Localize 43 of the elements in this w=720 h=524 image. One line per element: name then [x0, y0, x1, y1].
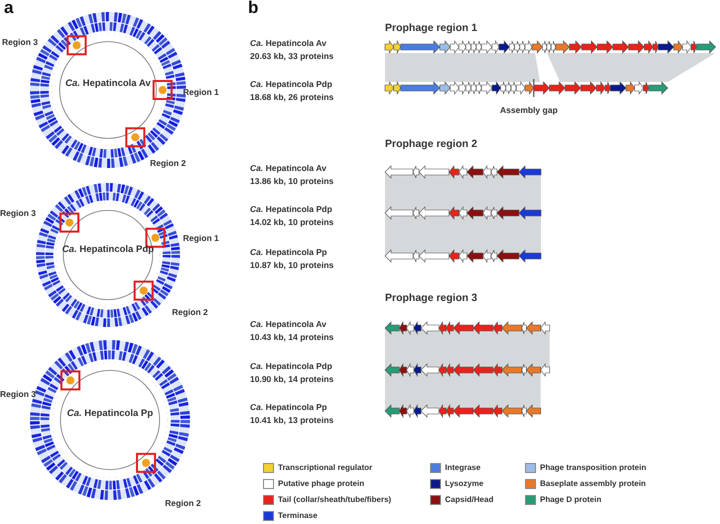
label-text: 14.02 kb, 10 proteins [250, 216, 334, 228]
label-text: 20.63 kb, 33 proteins [250, 50, 334, 62]
label-text: Region 3 [2, 36, 38, 48]
genome-name: Ca. Hepatincola Av [64, 78, 152, 90]
label-text: Region 2 [172, 306, 208, 318]
label-text: Region 1 [183, 86, 219, 98]
legend-label: Phage D protein [540, 495, 602, 505]
region-heading: Prophage region 1 [385, 22, 478, 34]
label-text: 10.41 kb, 13 proteins [250, 414, 334, 426]
genome-name: Ca. Hepatincola Pdp [61, 244, 155, 256]
label-text: Region 2 [150, 157, 186, 169]
label-text: Ca. Hepatincola Pp [250, 246, 327, 258]
label-text: Ca. Hepatincola Av [250, 162, 326, 174]
legend-label: Baseplate assembly protein [540, 479, 646, 489]
label-text: Region 2 [165, 497, 201, 509]
legend-label: Capsid/Head [445, 495, 494, 505]
label-text: Ca. Hepatincola Pdp [250, 203, 332, 215]
panel-letter: a [4, 2, 14, 14]
label-text: 13.86 kb, 10 proteins [250, 175, 334, 187]
label-text: Ca. Hepatincola Pdp [250, 78, 332, 90]
genome-name: Ca. Hepatincola Pp [66, 408, 154, 420]
label-text: Ca. Hepatincola Pp [250, 401, 327, 413]
label-text: 10.90 kb, 14 proteins [250, 373, 334, 385]
legend-label: Integrase [445, 463, 481, 473]
label-text: Ca. Hepatincola Pdp [250, 360, 332, 372]
legend-label: Phage transposition protein [540, 463, 646, 473]
label-text: 18.68 kb, 26 proteins [250, 91, 334, 103]
label-text: 10.87 kb, 10 proteins [250, 259, 334, 271]
region-heading: Prophage region 2 [385, 138, 478, 150]
label-text: Assembly gap [500, 104, 558, 116]
region-heading: Prophage region 3 [385, 292, 478, 304]
label-text: Region 3 [0, 207, 36, 219]
label-text: Ca. Hepatincola Av [250, 318, 326, 330]
label-text: Region 1 [183, 232, 219, 244]
legend-label: Tail (collar/sheath/tube/fibers) [278, 495, 392, 505]
panel-letter: b [248, 2, 258, 14]
legend-label: Lysozyme [445, 479, 484, 489]
legend-label: Putative phage protein [278, 479, 364, 489]
label-text: Region 3 [0, 388, 36, 400]
legend-label: Transcriptional regulator [278, 463, 372, 473]
legend-label: Terminase [278, 511, 318, 521]
label-text: 10.43 kb, 14 proteins [250, 331, 334, 343]
label-text: Ca. Hepatincola Av [250, 37, 326, 49]
